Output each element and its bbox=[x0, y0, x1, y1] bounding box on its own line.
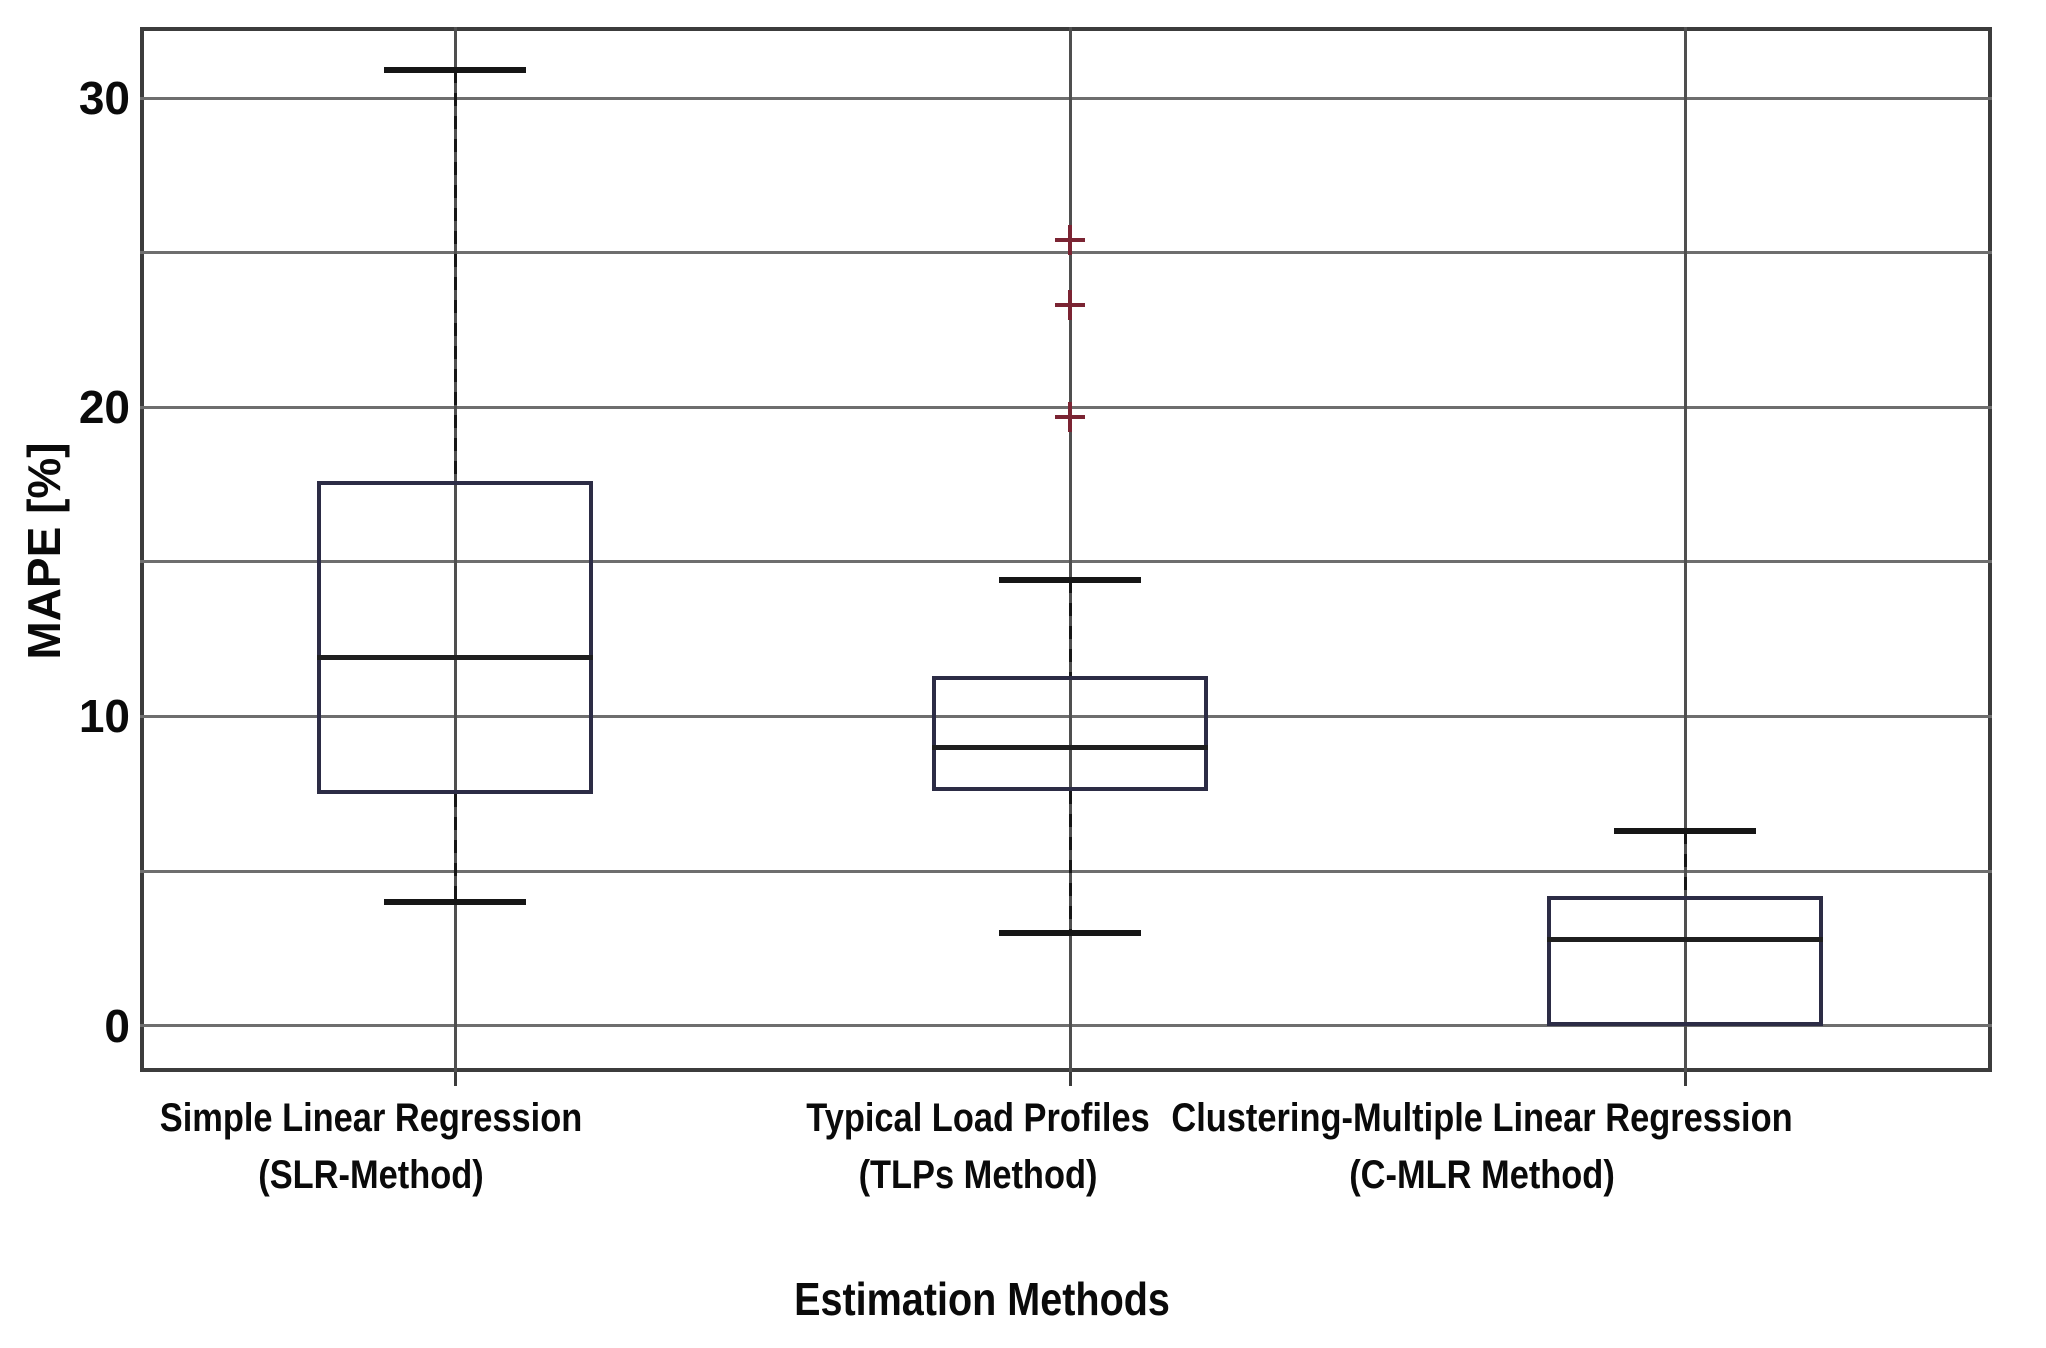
upper-whisker-cap-1 bbox=[384, 67, 526, 74]
upper-whisker-cap-2 bbox=[999, 577, 1141, 584]
gridline-x-2 bbox=[1068, 27, 1072, 1072]
box-3 bbox=[1547, 895, 1823, 1026]
outlier-marker-v-2-1 bbox=[1068, 401, 1072, 432]
y-tick-label-30: 30 bbox=[78, 72, 130, 125]
x-category-label-2-line1: Typical Load Profiles bbox=[806, 1096, 1150, 1140]
box-1 bbox=[317, 481, 593, 794]
x-category-label-2-line2: (TLPs Method) bbox=[858, 1153, 1098, 1197]
upper-whisker-1 bbox=[453, 70, 457, 482]
gridline-y-25 bbox=[140, 251, 1992, 255]
plot-area bbox=[140, 27, 1992, 1072]
y-tick-label-0: 0 bbox=[104, 999, 130, 1052]
box-2 bbox=[932, 676, 1208, 791]
gridline-y-15 bbox=[140, 560, 1992, 564]
x-axis-title: Estimation Methods bbox=[794, 1273, 1170, 1325]
median-2 bbox=[932, 744, 1208, 750]
upper-whisker-3 bbox=[1683, 830, 1687, 896]
gridline-x-3 bbox=[1683, 27, 1687, 1072]
outlier-marker-v-2-3 bbox=[1068, 225, 1072, 256]
y-tick-label-20: 20 bbox=[78, 381, 130, 434]
gridline-y-0 bbox=[140, 1024, 1992, 1028]
x-tick-2 bbox=[1068, 1072, 1072, 1086]
x-category-label-1: Simple Linear Regression (SLR-Method) bbox=[0, 1090, 887, 1204]
y-axis-title: MAPE [%] bbox=[18, 442, 70, 660]
x-category-label-2: Typical Load Profiles (TLPs Method) bbox=[462, 1090, 1494, 1204]
gridline-y-30 bbox=[140, 96, 1992, 100]
lower-whisker-cap-2 bbox=[999, 929, 1141, 936]
x-category-label-3-line1: Clustering-Multiple Linear Regression bbox=[1171, 1096, 1793, 1140]
gridline-y-20 bbox=[140, 405, 1992, 409]
x-category-label-3: Clustering-Multiple Linear Regression (C-… bbox=[966, 1090, 1998, 1204]
gridline-x-1 bbox=[453, 27, 457, 1072]
outlier-marker-v-2-2 bbox=[1068, 290, 1072, 321]
lower-whisker-2 bbox=[1068, 790, 1072, 933]
upper-whisker-2 bbox=[1068, 580, 1072, 677]
gridline-y-5 bbox=[140, 869, 1992, 873]
gridline-y-10 bbox=[140, 714, 1992, 718]
x-category-label-1-line1: Simple Linear Regression bbox=[159, 1096, 583, 1140]
median-3 bbox=[1547, 936, 1823, 942]
x-tick-1 bbox=[453, 1072, 457, 1086]
upper-whisker-cap-3 bbox=[1614, 827, 1756, 834]
x-category-label-3-line2: (C-MLR Method) bbox=[1349, 1153, 1615, 1197]
lower-whisker-cap-1 bbox=[384, 898, 526, 905]
x-tick-3 bbox=[1683, 1072, 1687, 1086]
median-1 bbox=[317, 655, 593, 661]
y-tick-label-10: 10 bbox=[78, 690, 130, 743]
x-category-label-1-line2: (SLR-Method) bbox=[258, 1153, 484, 1197]
lower-whisker-1 bbox=[453, 793, 457, 902]
